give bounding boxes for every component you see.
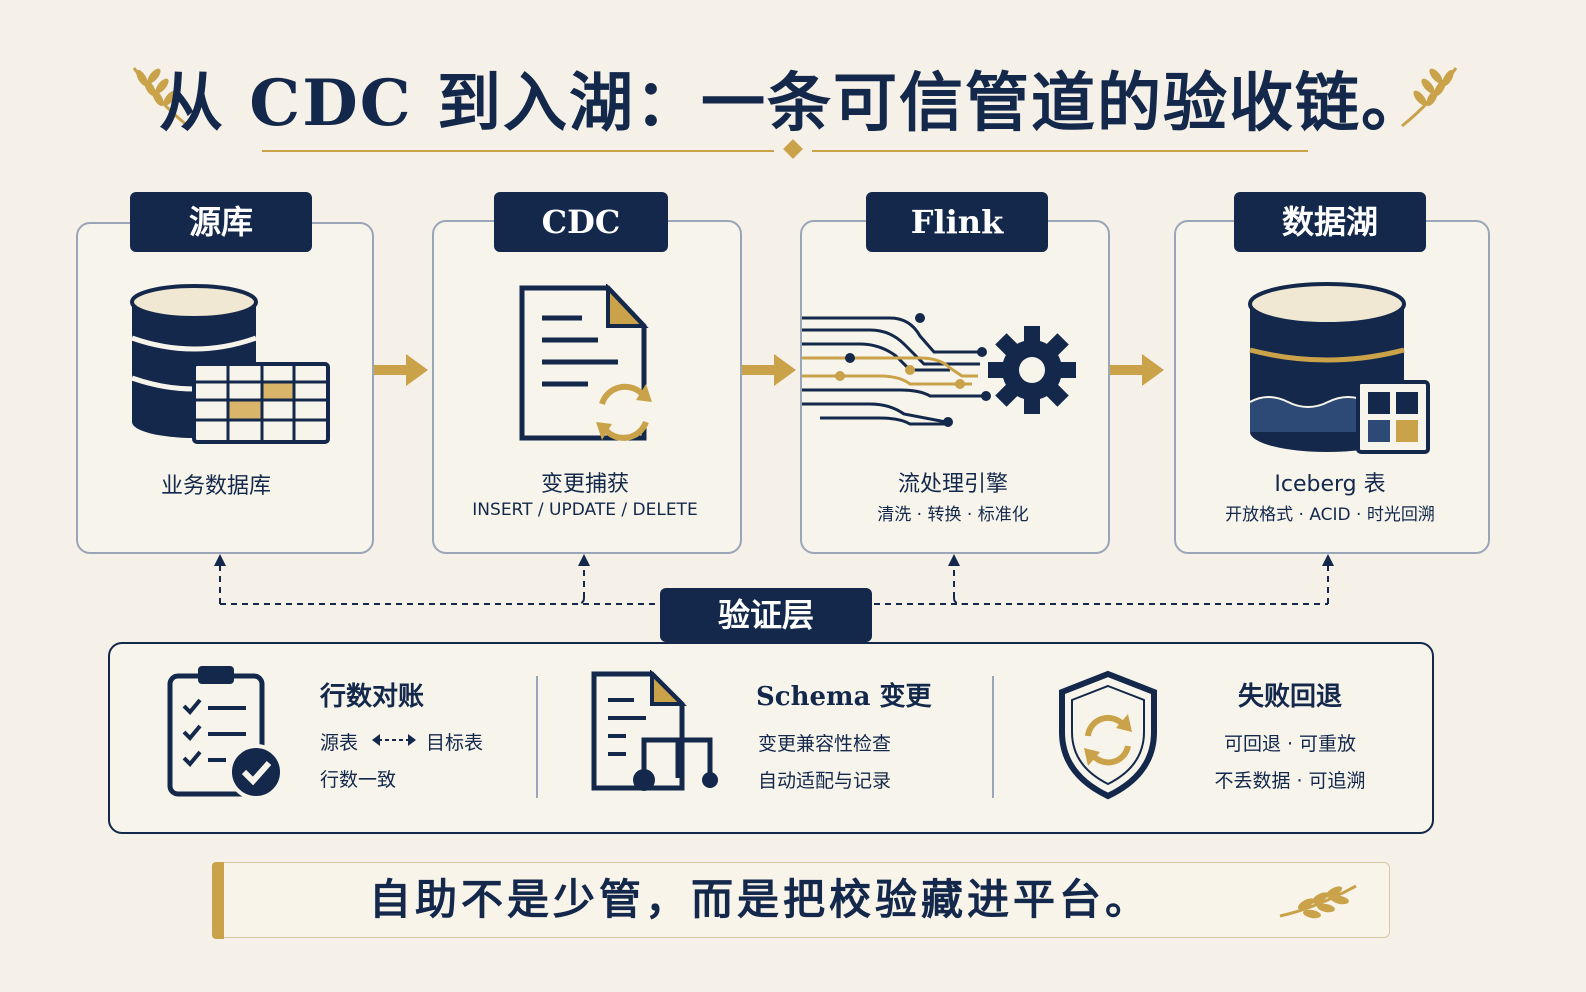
verify-item-rollback-line1: 可回退 · 可重放 — [1223, 733, 1357, 755]
footer-banner — [212, 862, 1390, 938]
divider — [536, 676, 538, 798]
verify-item-rowcount-line2: 行数一致 — [320, 769, 397, 791]
stage-lake-tag: 数据湖 — [1234, 192, 1426, 252]
title-divider-left — [262, 150, 774, 152]
stage-source-tag: 源库 — [130, 192, 312, 252]
verify-item-rowcount-left: 源表 — [320, 732, 359, 754]
verify-tag: 验证层 — [660, 588, 872, 642]
verify-item-schema-line2: 自动适配与记录 — [758, 770, 892, 792]
verify-item-rollback-line2: 不丢数据 · 可追溯 — [1214, 770, 1366, 792]
page-title: 从 CDC 到入湖：一条可信管道的验收链。 — [159, 66, 1427, 141]
wheat-right-icon — [1398, 62, 1462, 136]
verify-item-schema-title: Schema 变更 — [756, 682, 932, 712]
shield-sync-icon — [1056, 670, 1160, 804]
arrow-right-icon — [742, 352, 798, 392]
stage-lake-sub: 开放格式 · ACID · 时光回溯 — [1225, 505, 1435, 525]
stage-flink-label: 流处理引擎 — [897, 472, 1008, 497]
document-schema-icon — [590, 669, 722, 800]
footer-slogan: 自助不是少管，而是把校验藏进平台。 — [368, 875, 1151, 924]
verify-item-rowcount-title: 行数对账 — [320, 682, 425, 712]
stage-flink-tag: Flink — [866, 192, 1048, 252]
clipboard-check-icon — [164, 662, 288, 806]
wheat-left-icon — [128, 62, 192, 136]
data-lake-icon — [1248, 282, 1434, 462]
wheat-icon — [1276, 880, 1360, 924]
stage-cdc-tag: CDC — [494, 192, 668, 252]
stage-flink-sub: 清洗 · 转换 · 标准化 — [877, 505, 1029, 525]
stream-gear-icon — [800, 306, 1080, 438]
verify-panel — [108, 642, 1434, 834]
verify-item-rollback-title: 失败回退 — [1237, 682, 1342, 712]
stage-cdc-label: 变更捕获 — [540, 472, 629, 497]
double-arrow-icon — [372, 732, 416, 752]
verify-connector-lines — [210, 552, 1340, 616]
title-divider-right — [812, 150, 1308, 152]
stage-source-label: 业务数据库 — [160, 474, 271, 499]
database-table-icon — [128, 282, 334, 450]
verify-item-rowcount-right: 目标表 — [426, 732, 484, 754]
document-sync-icon — [518, 282, 666, 448]
arrow-right-icon — [374, 352, 430, 392]
divider — [992, 676, 994, 798]
stage-lake-label: Iceberg 表 — [1274, 472, 1386, 497]
arrow-right-icon — [1110, 352, 1166, 392]
verify-item-schema-line1: 变更兼容性检查 — [758, 733, 892, 755]
footer-accent-bar — [212, 862, 224, 939]
stage-cdc-sub: INSERT / UPDATE / DELETE — [472, 500, 698, 520]
